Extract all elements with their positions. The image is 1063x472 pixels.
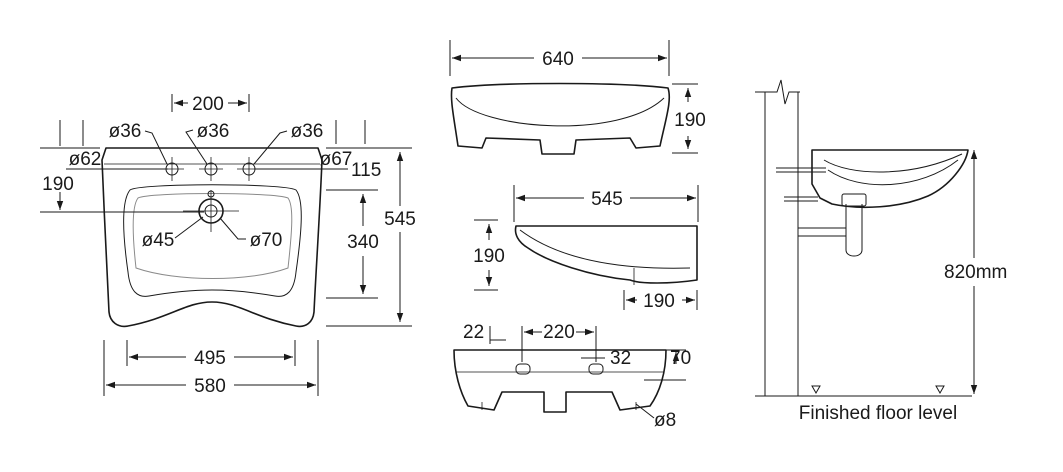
installation-view: 820mm Finished floor level [755,79,1007,424]
basin-rear-view: 22 220 32 70 ø8 [453,322,691,431]
dim-slot-width: 32 [610,348,631,369]
bracket-slot-left [515,363,531,375]
dim-bracket-spacing: 220 [543,322,575,343]
dim-overall-depth: 545 [384,209,416,230]
basin-outline [101,147,323,328]
dim-tap-hole-right: ø36 [291,121,324,142]
dim-right-offset: 115 [351,160,381,181]
dim-fixing-hole: ø8 [654,410,676,431]
install-basin-outline [811,149,969,209]
side-bowl-curve [519,229,691,269]
dim-side-height: 190 [473,246,505,267]
dim-rim-height: 820mm [944,262,1007,283]
bracket-slot-right [588,363,604,375]
dim-edge-offset: 22 [463,322,484,343]
basin-side-view: 545 190 190 [473,185,699,312]
dim-side-length: 545 [591,189,623,210]
wall-break-symbol [755,79,800,105]
basin-bowl-gray-line [132,193,293,279]
basin-front-view: 640 190 [449,40,706,155]
basin-top-view: 200 ø36 ø36 ø36 ø62 190 ø67 115 340 [40,94,416,397]
floor-marker-left [811,385,821,395]
dim-front-width: 640 [542,49,574,70]
rear-outline [453,349,667,413]
dim-front-height: 190 [674,110,706,131]
dim-side-bottom-depth: 190 [643,291,675,312]
dim-inner-width: 495 [194,348,226,369]
dim-right-dia: ø67 [320,149,353,170]
floor-level-label: Finished floor level [799,403,957,424]
waste-outlet [183,190,239,232]
install-basin-bowl [823,153,963,173]
front-outline [450,82,671,155]
dim-tap-spacing: 200 [192,94,224,115]
dim-inner-depth: 340 [347,232,379,253]
dim-overall-width: 580 [194,376,226,397]
dim-tap-hole-center: ø36 [197,121,230,142]
basin-inner-bowl [123,184,302,297]
dim-left-height: 190 [42,174,74,195]
dim-waste-inner: ø70 [250,230,283,251]
front-bowl-curve [455,97,665,127]
tap-hole-center [199,157,223,181]
side-outline [514,225,698,284]
dim-tap-hole-left: ø36 [109,121,142,142]
dim-waste-outer: ø45 [142,230,175,251]
dim-left-dia: ø62 [69,149,102,170]
dim-slot-height: 70 [670,348,691,369]
siphon-trap [798,204,863,257]
floor-marker-right [935,385,945,395]
